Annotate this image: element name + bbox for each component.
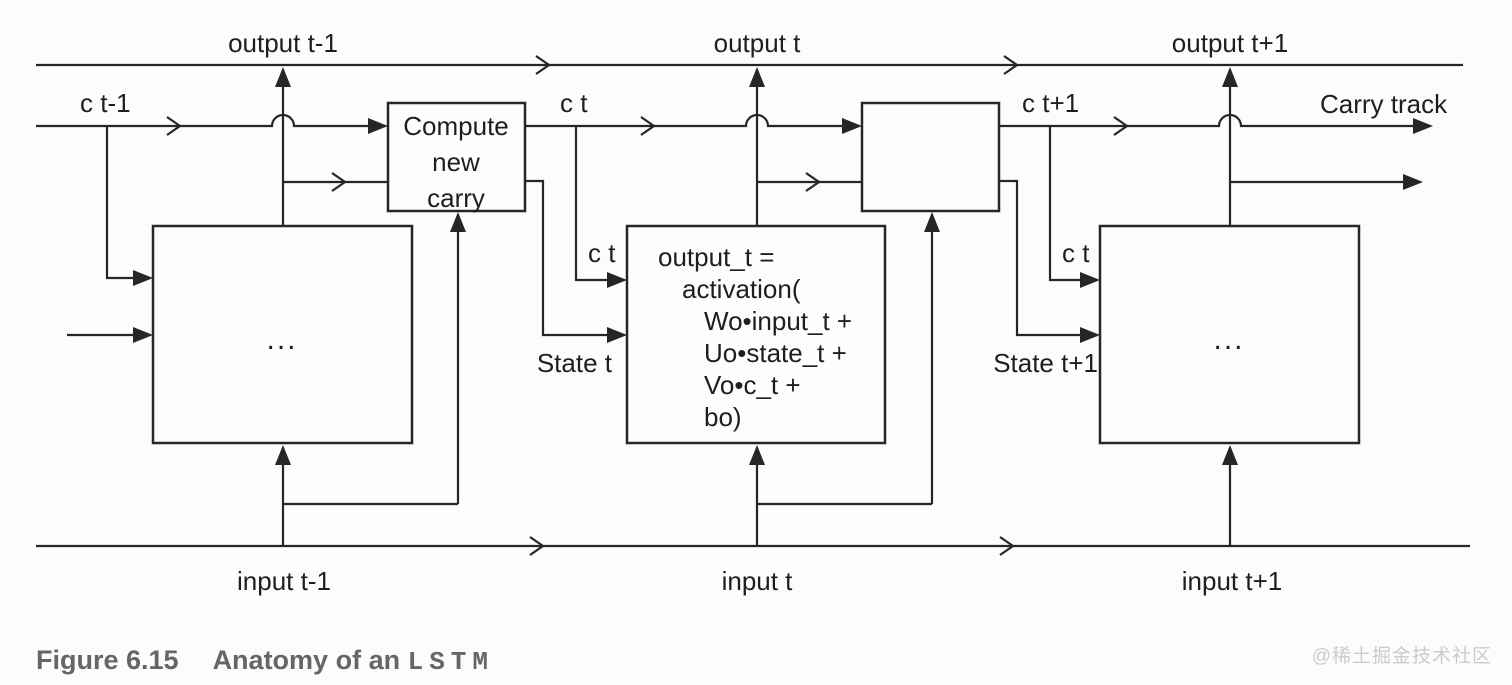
carry-track-label: Carry track bbox=[1320, 89, 1448, 119]
arrowhead-icon bbox=[1222, 67, 1238, 87]
arrow-chevron-icon bbox=[999, 536, 1015, 556]
activation-code-line5: Vo•c_t + bbox=[704, 370, 801, 400]
arrowhead-icon bbox=[275, 67, 291, 87]
output-track bbox=[36, 55, 1463, 75]
activation-code-line4: Uo•state_t + bbox=[704, 338, 847, 368]
input-to-carrybox-line bbox=[757, 230, 934, 506]
arrowhead-icon bbox=[607, 327, 627, 343]
compute-new-carry-box-2 bbox=[860, 101, 1001, 213]
activation-code-line6: bo) bbox=[704, 402, 742, 432]
activation-code-line2: activation( bbox=[682, 274, 801, 304]
output-label-t-plus-1: output t+1 bbox=[1172, 28, 1288, 58]
arrowhead-icon bbox=[749, 67, 765, 87]
arrow-chevron-icon bbox=[1113, 116, 1129, 136]
arrowhead-icon bbox=[1080, 327, 1100, 343]
arrowhead-icon bbox=[1413, 118, 1433, 134]
lstm-diagram: output t-1 c t-1 Compute new carry ... i… bbox=[36, 28, 1470, 596]
carry-label-t-plus-1: c t+1 bbox=[1022, 88, 1079, 118]
arrowhead-icon bbox=[133, 270, 153, 286]
arrow-chevron-icon bbox=[1003, 55, 1019, 75]
state-label-t: State t bbox=[537, 348, 613, 378]
arrowhead-icon bbox=[1080, 272, 1100, 288]
arrow-chevron-icon bbox=[640, 116, 656, 136]
labels-between-2-3: c t+1 c t State t+1 bbox=[993, 88, 1098, 378]
figure-title: Anatomy of an bbox=[212, 645, 401, 675]
compute-box-text-line1: Compute bbox=[403, 111, 509, 141]
arrow-chevron-icon bbox=[535, 55, 551, 75]
compute-box-text-line2: new bbox=[432, 147, 480, 177]
figure-title-code: LSTM bbox=[407, 647, 495, 677]
carry-out-drop-line bbox=[574, 126, 609, 282]
carry-label-t-minus-1: c t-1 bbox=[80, 88, 131, 118]
input-label-t-minus-1: input t-1 bbox=[237, 566, 331, 596]
input-label-t-plus-1: input t+1 bbox=[1182, 566, 1282, 596]
arrowhead-icon bbox=[749, 445, 765, 465]
arrowhead-icon bbox=[1403, 174, 1423, 190]
activation-code-line1: output_t = bbox=[658, 242, 774, 272]
input-label-t: input t bbox=[722, 566, 794, 596]
arrowhead-icon bbox=[607, 272, 627, 288]
figure-number: Figure 6.15 bbox=[36, 645, 179, 675]
arrowhead-icon bbox=[133, 327, 153, 343]
carry-out-drop-line bbox=[1048, 126, 1082, 282]
state-label-t-plus-1: State t+1 bbox=[993, 348, 1098, 378]
output-label-t-minus-1: output t-1 bbox=[228, 28, 338, 58]
labels-between-1-2: c t c t State t bbox=[537, 88, 616, 378]
arrow-chevron-icon bbox=[805, 172, 821, 192]
arrowhead-icon bbox=[842, 118, 862, 134]
carry-drop-line bbox=[105, 126, 135, 280]
cell-box-t-minus-1 bbox=[151, 224, 414, 445]
carry-label-t: c t bbox=[560, 88, 588, 118]
arrowhead-icon bbox=[368, 118, 388, 134]
carry-track bbox=[36, 113, 1433, 136]
carry-in-label-t: c t bbox=[588, 238, 616, 268]
state-out-line bbox=[999, 179, 1082, 337]
output-label-t: output t bbox=[714, 28, 802, 58]
input-to-carrybox-line bbox=[283, 230, 460, 506]
cell-box-t bbox=[625, 224, 887, 445]
activation-code-line3: Wo•input_t + bbox=[704, 306, 852, 336]
cell-box-t-plus-1 bbox=[1098, 224, 1361, 445]
cell-ellipsis: ... bbox=[266, 323, 297, 356]
watermark-text: @稀土掘金技术社区 bbox=[1311, 646, 1492, 667]
arrow-chevron-icon bbox=[529, 536, 545, 556]
arrowhead-icon bbox=[1222, 445, 1238, 465]
state-out-line bbox=[525, 179, 609, 337]
unit-t: output t output_t = activation( Wo•input… bbox=[625, 28, 1100, 596]
input-track bbox=[36, 536, 1470, 556]
carry-in-label-t2: c t bbox=[1062, 238, 1090, 268]
unit-t-plus-1: output t+1 Carry track ... input t+1 bbox=[1098, 28, 1448, 596]
figure-caption: Figure 6.15 Anatomy of an LSTM bbox=[36, 645, 494, 677]
arrowhead-icon bbox=[275, 445, 291, 465]
arrowhead-icon bbox=[924, 212, 940, 232]
compute-new-carry-box-1 bbox=[386, 101, 527, 213]
cell-ellipsis: ... bbox=[1213, 323, 1244, 356]
arrow-chevron-icon bbox=[331, 172, 347, 192]
arrow-chevron-icon bbox=[166, 116, 182, 136]
arrowhead-icon bbox=[450, 212, 466, 232]
unit-t-minus-1: output t-1 c t-1 Compute new carry ... i… bbox=[67, 28, 627, 596]
compute-box-text-line3: carry bbox=[427, 183, 485, 213]
